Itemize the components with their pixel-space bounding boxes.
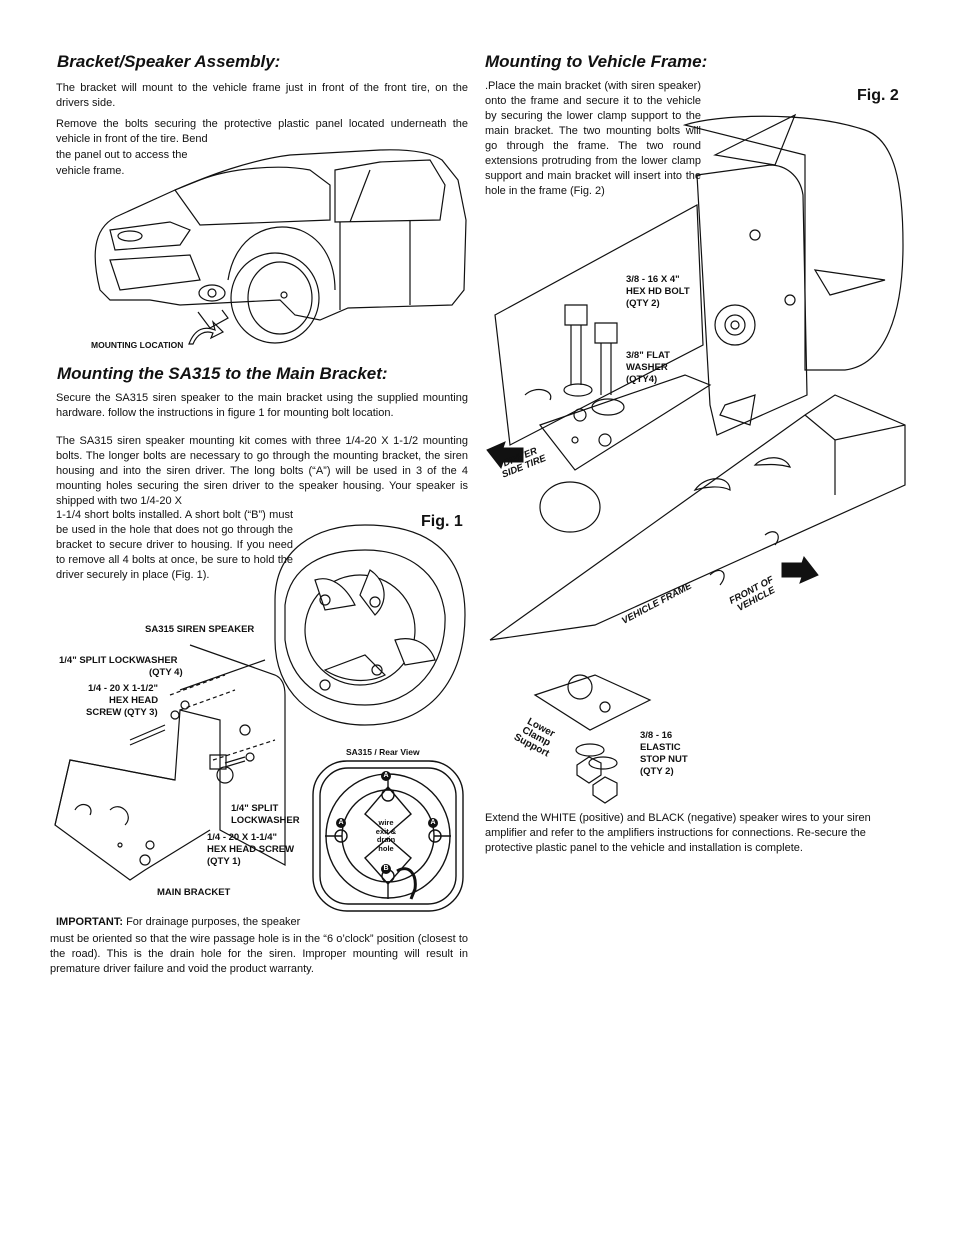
fig2-washer-label-1: 3/8" FLAT xyxy=(626,350,670,361)
short-screw-label-1: 1/4 - 20 X 1-1/4" xyxy=(207,832,277,843)
main-bracket-label: MAIN BRACKET xyxy=(157,887,231,898)
short-screw-label-3: (QTY 1) xyxy=(207,856,241,867)
hex-screw-label-2: HEX HEAD xyxy=(109,695,159,706)
fig1-speaker-drawing xyxy=(255,520,470,730)
lockwasher-qty4-label: 1/4" SPLIT LOCKWASHER xyxy=(59,655,178,666)
rear-bolt-b: B xyxy=(381,864,391,874)
stop-nut-label-4: (QTY 2) xyxy=(640,766,674,777)
sa315-short-bolts-paragraph: 1-1/4 short bolts installed. A short bol… xyxy=(56,509,293,581)
stop-nut-label-3: STOP NUT xyxy=(640,754,688,765)
driver-side-arrow xyxy=(485,440,525,470)
wire-hole-label: wire exit & drain hole xyxy=(371,818,401,853)
bracket-panel-paragraph-end: vehicle frame. xyxy=(56,165,125,177)
fig2-assembly-drawing xyxy=(485,95,905,795)
mounting-location-label: MOUNTING LOCATION xyxy=(91,340,184,350)
fig2-bolt-label-3: (QTY 2) xyxy=(626,298,660,309)
important-label: IMPORTANT: xyxy=(56,916,124,928)
speaker-wires-paragraph: Extend the WHITE (positive) and BLACK (n… xyxy=(485,812,871,854)
fig2-washer-label-2: WASHER xyxy=(626,362,668,373)
wire-hole-line-4: hole xyxy=(378,843,394,853)
wire-hole-line-3: drain xyxy=(376,835,396,844)
mounting-location-arrow xyxy=(185,318,225,348)
vehicle-frame-paragraph: .Place the main bracket (with siren spea… xyxy=(485,80,701,197)
fig1-label: Fig. 1 xyxy=(421,513,463,530)
short-screw-label-2: HEX HEAD SCREW xyxy=(207,844,295,855)
fig1-bolts-drawing xyxy=(125,645,285,825)
bracket-panel-paragraph-cont: the panel out to access the xyxy=(56,149,188,161)
wire-hole-line-2: exit & xyxy=(375,826,397,836)
rear-bolt-a-left: A xyxy=(336,818,346,828)
important-note: IMPORTANT: For drainage purposes, the sp… xyxy=(56,915,346,930)
hex-screw-label-1: 1/4 - 20 X 1-1/2" xyxy=(88,683,158,694)
split-lockwasher-label-1: 1/4" SPLIT xyxy=(231,803,279,814)
sa315-mount-heading: Mounting the SA315 to the Main Bracket: xyxy=(57,364,388,383)
stop-nut-label-1: 3/8 - 16 xyxy=(640,730,673,741)
rear-view-diagram xyxy=(311,759,466,914)
important-note-cont: must be oriented so that the wire passag… xyxy=(50,933,468,975)
rear-bolt-a-top: A xyxy=(381,771,391,781)
vehicle-frame-heading: Mounting to Vehicle Frame: xyxy=(485,52,708,71)
lockwasher-qty4-count: (QTY 4) xyxy=(149,667,183,678)
fig2-washer-label-3: (QTY4) xyxy=(626,374,658,385)
rear-view-caption: SA315 / Rear View xyxy=(346,747,420,757)
important-text-start: For drainage purposes, the speaker xyxy=(123,916,301,928)
hex-screw-label-3: SCREW (QTY 3) xyxy=(86,707,158,718)
rear-bolt-a-right: A xyxy=(428,818,438,828)
bracket-assembly-heading: Bracket/Speaker Assembly: xyxy=(57,52,281,71)
bracket-panel-paragraph: Remove the bolts securing the protective… xyxy=(56,118,468,145)
fig2-bolt-label-2: HEX HD BOLT xyxy=(626,286,690,297)
vehicle-illustration xyxy=(80,140,470,345)
siren-speaker-label: SA315 SIREN SPEAKER xyxy=(145,624,255,635)
split-lockwasher-label-2: LOCKWASHER xyxy=(231,815,300,826)
sa315-intro-paragraph: Secure the SA315 siren speaker to the ma… xyxy=(56,392,468,419)
fig2-label: Fig. 2 xyxy=(857,87,899,104)
fig2-bolt-label-1: 3/8 - 16 X 4" xyxy=(626,274,680,285)
fig1-bracket-drawing xyxy=(50,640,295,885)
stop-nut-label-2: ELASTIC xyxy=(640,742,681,753)
bracket-intro-paragraph: The bracket will mount to the vehicle fr… xyxy=(56,82,468,109)
wire-hole-line-1: wire xyxy=(378,818,394,827)
sa315-bolts-paragraph: The SA315 siren speaker mounting kit com… xyxy=(56,435,468,507)
front-vehicle-arrow xyxy=(780,555,820,585)
